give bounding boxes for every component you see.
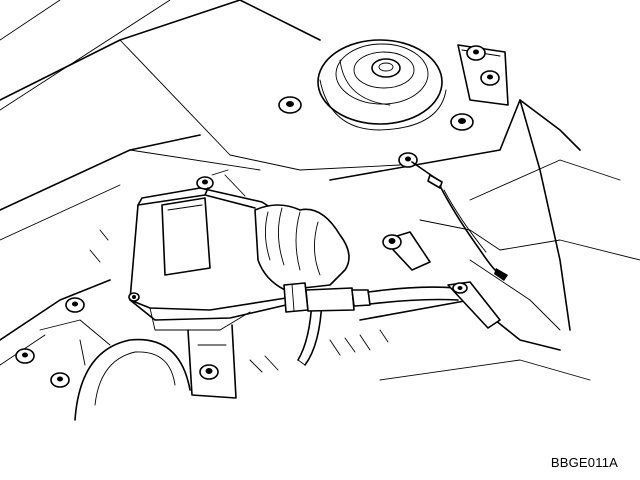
cable-assembly <box>283 281 501 329</box>
hatch-marks <box>89 229 389 373</box>
figure-code: BBGE011A <box>550 455 618 470</box>
bolt <box>65 297 85 313</box>
bolt <box>398 152 418 168</box>
pulley <box>39 319 191 421</box>
bolt <box>196 176 214 190</box>
bolts <box>15 45 500 388</box>
bolt <box>278 96 302 114</box>
bolt <box>466 45 486 61</box>
cable-clip <box>382 231 431 271</box>
actuator-unit <box>128 169 291 331</box>
body-panel-lines <box>0 0 640 381</box>
bolt <box>199 364 219 380</box>
ground-wire <box>411 161 508 281</box>
bolt <box>450 113 474 131</box>
bolt <box>15 348 35 364</box>
bolt <box>480 70 500 86</box>
actuator-bracket <box>187 324 237 399</box>
strut-mount <box>317 39 447 131</box>
bolt <box>50 372 70 388</box>
actuator-boot <box>254 204 350 291</box>
